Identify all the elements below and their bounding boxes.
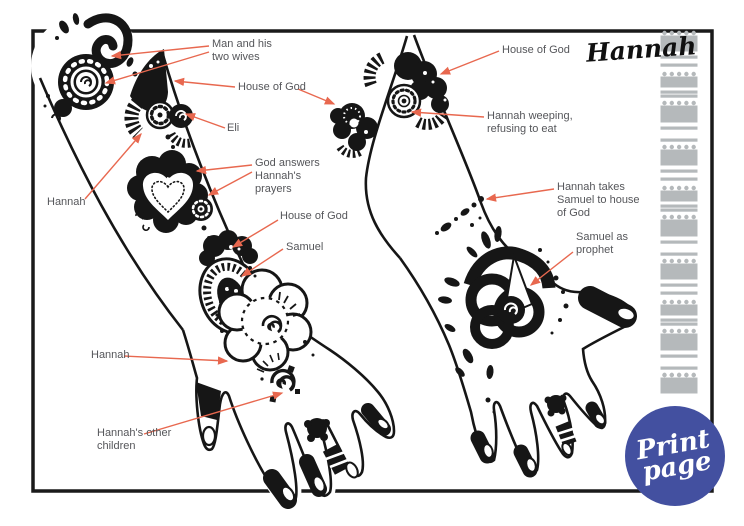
- arrow-eli: [184, 113, 226, 129]
- arrow-hannah-takes-samuel: [485, 188, 555, 202]
- arrow-house-of-god-to-right-arm: [297, 88, 336, 105]
- label-house-of-god-right: House of God: [502, 44, 570, 56]
- annotation-arrows: [84, 45, 574, 435]
- arrow-hannah-weeping: [410, 108, 485, 118]
- label-eli: Eli: [227, 122, 240, 134]
- arrow-house-of-god-lower-left: [231, 219, 279, 248]
- arrow-other-children: [143, 391, 284, 435]
- print-page-button[interactable]: Print page: [625, 406, 725, 506]
- label-other-children: Hannah's other children: [97, 427, 172, 453]
- label-samuel-left: Samuel: [286, 241, 324, 253]
- dots-trail-right: [435, 196, 484, 235]
- arrow-god-answers-2: [207, 171, 253, 196]
- label-house-of-god-lower-left: House of God: [280, 210, 348, 222]
- page-title: Hannah: [585, 31, 698, 68]
- arrow-hannah-upper: [84, 132, 142, 200]
- design-heart-prayers: [127, 150, 213, 233]
- design-house-of-god-right: [363, 52, 449, 130]
- arrow-house-of-god-right: [439, 50, 500, 75]
- page-border: [31, 29, 714, 493]
- label-hannah-lower: Hannah: [91, 349, 130, 361]
- label-hannah-takes-samuel: Hannah takes Samuel to house of God: [557, 181, 640, 220]
- arrow-god-answers-1: [195, 164, 253, 175]
- arrow-man-two-wives-1: [110, 45, 210, 60]
- arrow-man-two-wives-2: [104, 51, 210, 85]
- arrow-hannah-lower: [123, 355, 229, 365]
- design-other-children: [256, 352, 300, 403]
- label-man-two-wives: Man and his two wives: [212, 38, 272, 64]
- design-eli: [124, 92, 193, 148]
- arrow-samuel-prophet: [529, 251, 574, 286]
- design-samuel-prophet-rose: [438, 216, 569, 414]
- label-hannah-weeping: Hannah weeping, refusing to eat: [487, 110, 573, 136]
- right-finger-decor: [470, 286, 637, 478]
- design-hannah-weeping: [330, 103, 378, 158]
- label-god-answers: God answers Hannah's prayers: [255, 157, 320, 196]
- design-hannah-flower: [215, 268, 313, 372]
- arrow-house-of-god-upper-left: [173, 77, 236, 88]
- arrow-samuel-left: [240, 248, 284, 277]
- decorative-stripe-border: [660, 30, 698, 394]
- label-house-of-god-upper-left: House of God: [238, 81, 306, 93]
- label-samuel-as-prophet: Samuel as prophet: [576, 231, 628, 257]
- label-hannah-upper: Hannah: [47, 196, 86, 208]
- left-finger-decor: [196, 382, 391, 509]
